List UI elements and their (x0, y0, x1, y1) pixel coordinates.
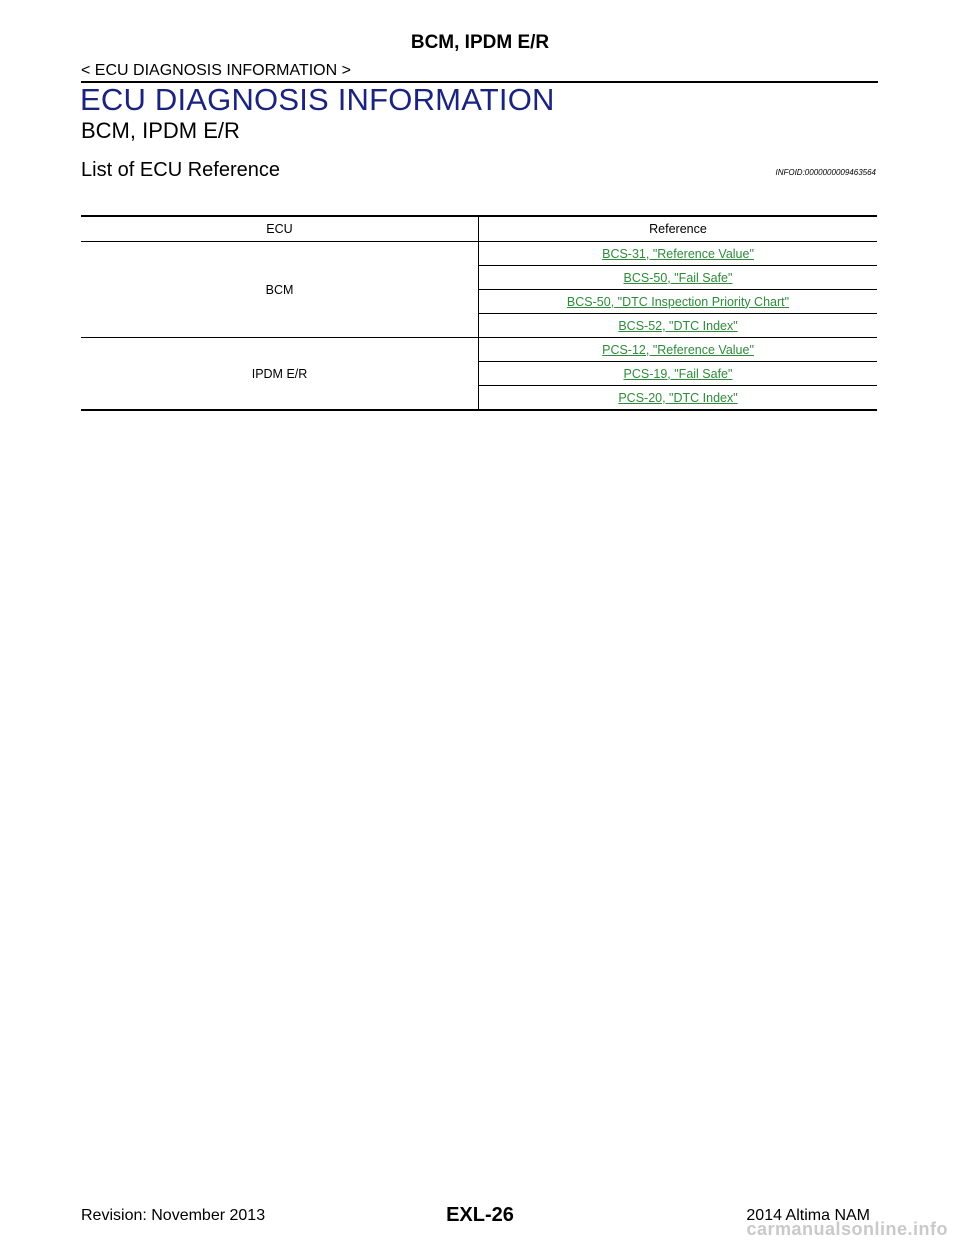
reference-cell: PCS-12, "Reference Value" (478, 337, 877, 362)
column-header-ecu: ECU (81, 215, 479, 242)
reference-link[interactable]: BCS-50, "Fail Safe" (623, 270, 733, 285)
reference-cell: BCS-50, "Fail Safe" (478, 265, 877, 290)
reference-cell: BCS-50, "DTC Inspection Priority Chart" (478, 289, 877, 314)
reference-link[interactable]: PCS-12, "Reference Value" (602, 342, 754, 357)
table-header-row: ECU Reference (81, 215, 877, 242)
breadcrumb: < ECU DIAGNOSIS INFORMATION > (81, 62, 351, 79)
reference-link[interactable]: BCS-31, "Reference Value" (602, 246, 754, 261)
reference-link[interactable]: BCS-50, "DTC Inspection Priority Chart" (566, 294, 790, 309)
info-id: INFOID:0000000009463564 (775, 168, 876, 177)
table-row: PCS-20, "DTC Index" (81, 385, 877, 411)
table-row: BCS-50, "Fail Safe" (81, 265, 877, 290)
ecu-reference-table: ECU Reference BCM BCS-31, "Reference Val… (81, 215, 877, 411)
watermark: carmanualsonline.info (746, 1219, 948, 1239)
page-number: EXL-26 (446, 1204, 514, 1226)
reference-cell: PCS-20, "DTC Index" (478, 385, 877, 411)
section-title: ECU DIAGNOSIS INFORMATION (80, 82, 555, 117)
table-row: BCS-50, "DTC Inspection Priority Chart" (81, 289, 877, 314)
ecu-cell-ipdm: IPDM E/R (81, 337, 479, 411)
sub-section-title: BCM, IPDM E/R (81, 118, 240, 143)
reference-link[interactable]: BCS-52, "DTC Index" (618, 318, 738, 333)
reference-cell: BCS-52, "DTC Index" (478, 313, 877, 338)
topic-title: List of ECU Reference (81, 159, 280, 181)
table-row: BCM BCS-31, "Reference Value" (81, 241, 877, 338)
table-row: IPDM E/R PCS-12, "Reference Value" (81, 337, 877, 411)
header-divider (81, 81, 878, 83)
ecu-cell-bcm: BCM (81, 241, 479, 338)
reference-link[interactable]: PCS-20, "DTC Index" (618, 390, 738, 405)
revision-date: Revision: November 2013 (81, 1207, 266, 1224)
table-row: PCS-19, "Fail Safe" (81, 361, 877, 386)
page-header-title: BCM, IPDM E/R (410, 32, 550, 53)
reference-cell: BCS-31, "Reference Value" (478, 241, 877, 266)
column-header-reference: Reference (478, 215, 877, 242)
reference-link[interactable]: PCS-19, "Fail Safe" (623, 366, 733, 381)
table-row: BCS-52, "DTC Index" (81, 313, 877, 338)
model-name: 2014 Altima NAM (746, 1207, 870, 1224)
reference-cell: PCS-19, "Fail Safe" (478, 361, 877, 386)
